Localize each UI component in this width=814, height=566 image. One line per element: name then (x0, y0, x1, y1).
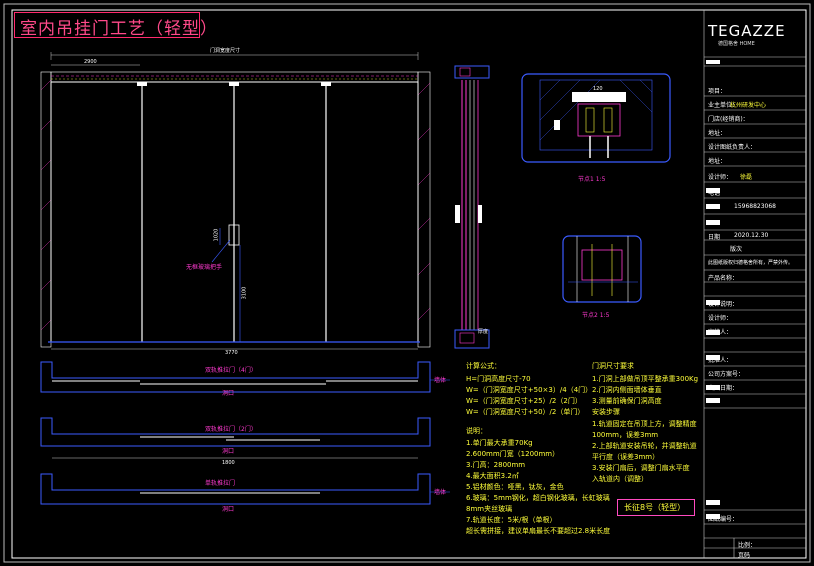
sub-dimension-label: 2900 (84, 59, 97, 65)
tb-label: 地址： (708, 130, 727, 137)
tb-note: 此图纸版权归德格舍所有，严禁外传。 (708, 260, 794, 266)
spec-line: 2.600mm门宽（1200mm） (466, 450, 560, 458)
plan-single-wall: 墙体 (434, 489, 447, 496)
handle-label: 无框玻璃把手 (186, 264, 223, 271)
formula-line: W=（门洞宽度尺寸+50）/2（单门） (466, 408, 585, 416)
tb-sign: 批准人： (708, 357, 733, 364)
side-section (454, 65, 490, 349)
tb-label: 电话 (708, 190, 721, 197)
plan-4door-wall: 墙体 (434, 377, 447, 384)
tb-label: 设计图纸负责人： (708, 144, 757, 151)
tb-sign: 公司方案号： (708, 371, 745, 378)
spec-line: 6.玻璃：5mm钢化，超白钢化玻璃，长虹玻璃 (466, 494, 610, 502)
tb-label: 地址： (708, 158, 727, 165)
tb-value-designer: 徐磊 (740, 174, 753, 181)
node2-detail (562, 235, 642, 303)
title-box (14, 12, 200, 38)
handle-dimension-label: 1020 (213, 228, 220, 242)
tb-bottom-label: 比例： (738, 542, 757, 549)
requirement-heading: 门洞尺寸要求 (592, 362, 634, 370)
plan-2door-title: 双轨推拉门（2门） (205, 426, 257, 433)
spec-line: 7.轨道长度：5米/根（单根） (466, 516, 557, 524)
plan-2door (40, 417, 431, 459)
tb-label: 日期 (708, 234, 721, 241)
spec-line: 1.单门最大承重70Kg (466, 439, 533, 447)
formula-line: H=门洞高度尺寸-70 (466, 375, 531, 383)
requirement-line: 3.测量前确保门洞高度 (592, 397, 662, 405)
spec-line: 5.铝材颜色：哑黑，钛灰，金色 (466, 483, 564, 491)
plan-2door-opening: 洞口 (222, 448, 235, 455)
model-label: 长征8号（轻型） (624, 503, 686, 512)
install-line: 1.轨道固定在吊顶上方，调整精度 (592, 420, 697, 428)
requirement-line: 2.门洞内侧面墙体垂直 (592, 386, 662, 394)
model-box (617, 499, 695, 516)
plan-4door-opening: 洞口 (222, 390, 235, 397)
plan-4door-title: 双轨推拉门（4门） (205, 367, 257, 374)
tb-sign: 产品名称： (708, 275, 739, 282)
inner-frame (11, 9, 807, 559)
install-line: 3.安装门扇后，调整门扇水平度 (592, 464, 690, 472)
tb-label: 业主单位： (708, 102, 739, 109)
bottom-dimension-label: 3770 (225, 350, 238, 356)
tb-value-phone: 15968823068 (734, 203, 776, 210)
tb-label: 门店(经销商)： (708, 116, 749, 123)
spec-line: 3.门高：2800mm (466, 461, 526, 469)
plan-single-opening: 洞口 (222, 506, 235, 513)
tb-value-date: 2020.12.30 (734, 232, 769, 239)
tb-sign: 设计师： (708, 315, 733, 322)
height-dimension-label: 3100 (241, 286, 248, 300)
tb-sign: 设计说明： (708, 301, 739, 308)
tb-value-owner: 杭州研发中心 (730, 102, 767, 109)
spec-line: 超长需拼接，建议单扇最长不要超过2.8米长度 (466, 527, 611, 535)
tb-label: 版次 (730, 246, 743, 253)
brand-subtitle: 德国格舍 HOME (718, 41, 755, 47)
spec-line: 8mm夹丝玻璃 (466, 505, 513, 513)
spec-heading: 说明： (466, 427, 487, 435)
install-line: 入轨道内（调整） (592, 475, 648, 483)
requirement-line: 1.门洞上部做吊顶平整承重300Kg (592, 375, 699, 383)
page-title: 室内吊挂门工艺（轻型） (20, 19, 218, 39)
spec-line: 4.最大面积3.2㎡ (466, 472, 519, 480)
side-dimension-label: 厚度 (478, 329, 489, 335)
plan-4door (40, 361, 450, 393)
install-heading: 安装步骤 (592, 408, 620, 416)
brand-logo: TEGAZZE (708, 22, 786, 40)
tb-sign: 审核人： (708, 329, 733, 336)
tb-bottom-label: 页码 (738, 552, 751, 559)
formula-heading: 计算公式： (466, 362, 501, 370)
node2-label: 节点2 1:5 (582, 312, 610, 319)
install-line: 100mm，误差3mm (592, 431, 659, 439)
formula-line: W=（门洞宽度尺寸+25）/2（2门） (466, 397, 582, 405)
plan-single-dimension: 1800 (222, 460, 235, 466)
install-line: 平行度（误差3mm） (592, 453, 660, 461)
plan-single-title: 单轨推拉门 (205, 480, 236, 487)
title-block-fills (706, 60, 720, 519)
node1-detail (521, 73, 671, 163)
install-line: 2.上部轨道安装吊轮，并调整轨道 (592, 442, 697, 450)
node1-dimension: 120 (593, 86, 603, 92)
tb-bottom-label: 图纸编号： (708, 516, 739, 523)
tb-label: 项目： (708, 88, 727, 95)
title-block (703, 10, 806, 558)
outer-frame (3, 3, 811, 563)
elevation (40, 52, 431, 350)
tb-label: 设计师： (708, 174, 733, 181)
plan-single (40, 473, 450, 505)
tb-sign: 出图日期： (708, 385, 739, 392)
top-dimension-label: 门洞宽度尺寸 (210, 48, 241, 54)
formula-line: W=（门洞宽度尺寸+50×3）/4（4门） (466, 386, 593, 394)
node1-label: 节点1 1:5 (578, 176, 606, 183)
